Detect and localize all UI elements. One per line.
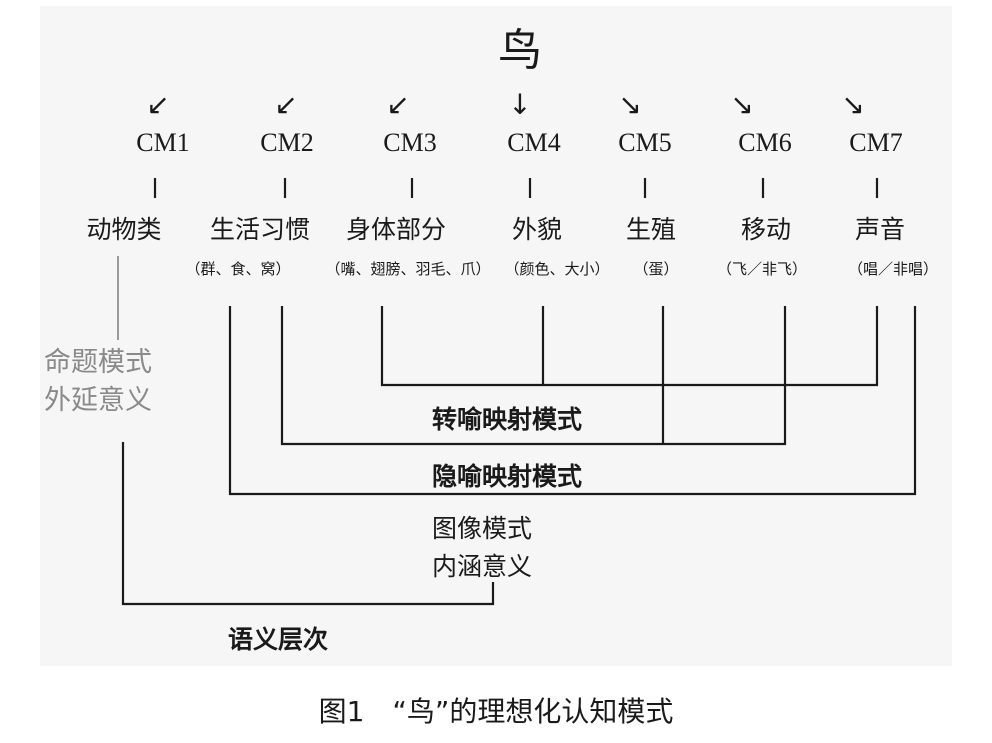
- metonymy-bracket: [380, 306, 879, 387]
- arrow-cm4: ↓: [508, 88, 532, 121]
- arrow-cm7: ↘: [841, 88, 865, 121]
- cm7-detail: （唱／非唱）: [847, 260, 939, 278]
- cm6-category: 移动: [740, 215, 792, 244]
- metaphor-label: 隐喻映射模式: [432, 462, 583, 491]
- figure-caption: 图1 “鸟”的理想化认知模式: [318, 695, 674, 728]
- cm5-label: CM5: [618, 128, 672, 157]
- cm5-category: 生殖: [625, 215, 677, 244]
- semantic-level-bracket: [121, 442, 495, 606]
- diagram-panel: [40, 6, 952, 666]
- propositional-model: 命题模式 外延意义: [44, 344, 152, 420]
- image-schema-model: 图像模式 内涵意义: [432, 510, 532, 586]
- cm6-detail: （飞／非飞）: [716, 260, 808, 278]
- cm3-category: 身体部分: [345, 215, 447, 244]
- metaphor-bracket: [280, 306, 787, 446]
- cm4-detail: （颜色、大小）: [504, 260, 610, 278]
- cm7-label: CM7: [849, 128, 903, 157]
- cm2-detail: （群、食、窝）: [185, 260, 291, 278]
- cm2-category: 生活习惯: [209, 215, 311, 244]
- cm2-label: CM2: [260, 128, 314, 157]
- arrow-cm1: ↙: [146, 88, 170, 121]
- cm4-category: 外貌: [511, 215, 563, 244]
- cm3-label: CM3: [383, 128, 437, 157]
- root-concept: 鸟: [498, 25, 542, 76]
- cm1-label: CM1: [136, 128, 190, 157]
- propositional-line2: 外延意义: [44, 385, 152, 416]
- cm3-detail: （嘴、翅膀、羽毛、爪）: [325, 260, 491, 278]
- image-schema-line1: 图像模式: [432, 514, 533, 543]
- cm7-category: 声音: [854, 215, 906, 244]
- cm5-detail: （蛋）: [633, 260, 679, 278]
- image-schema-line2: 内涵意义: [432, 552, 533, 581]
- arrow-cm2: ↙: [274, 88, 298, 121]
- propositional-line1: 命题模式: [44, 347, 152, 378]
- image-schema-bracket: [228, 306, 917, 496]
- arrow-cm6: ↘: [730, 88, 754, 121]
- arrow-cm3: ↙: [386, 88, 410, 121]
- metonymy-label: 转喻映射模式: [432, 405, 583, 434]
- cm1-category: 动物类: [86, 215, 162, 244]
- arrow-cm5: ↘: [618, 88, 642, 121]
- semantic-levels-label: 语义层次: [228, 625, 329, 654]
- cm4-label: CM4: [507, 128, 561, 157]
- cm6-label: CM6: [738, 128, 792, 157]
